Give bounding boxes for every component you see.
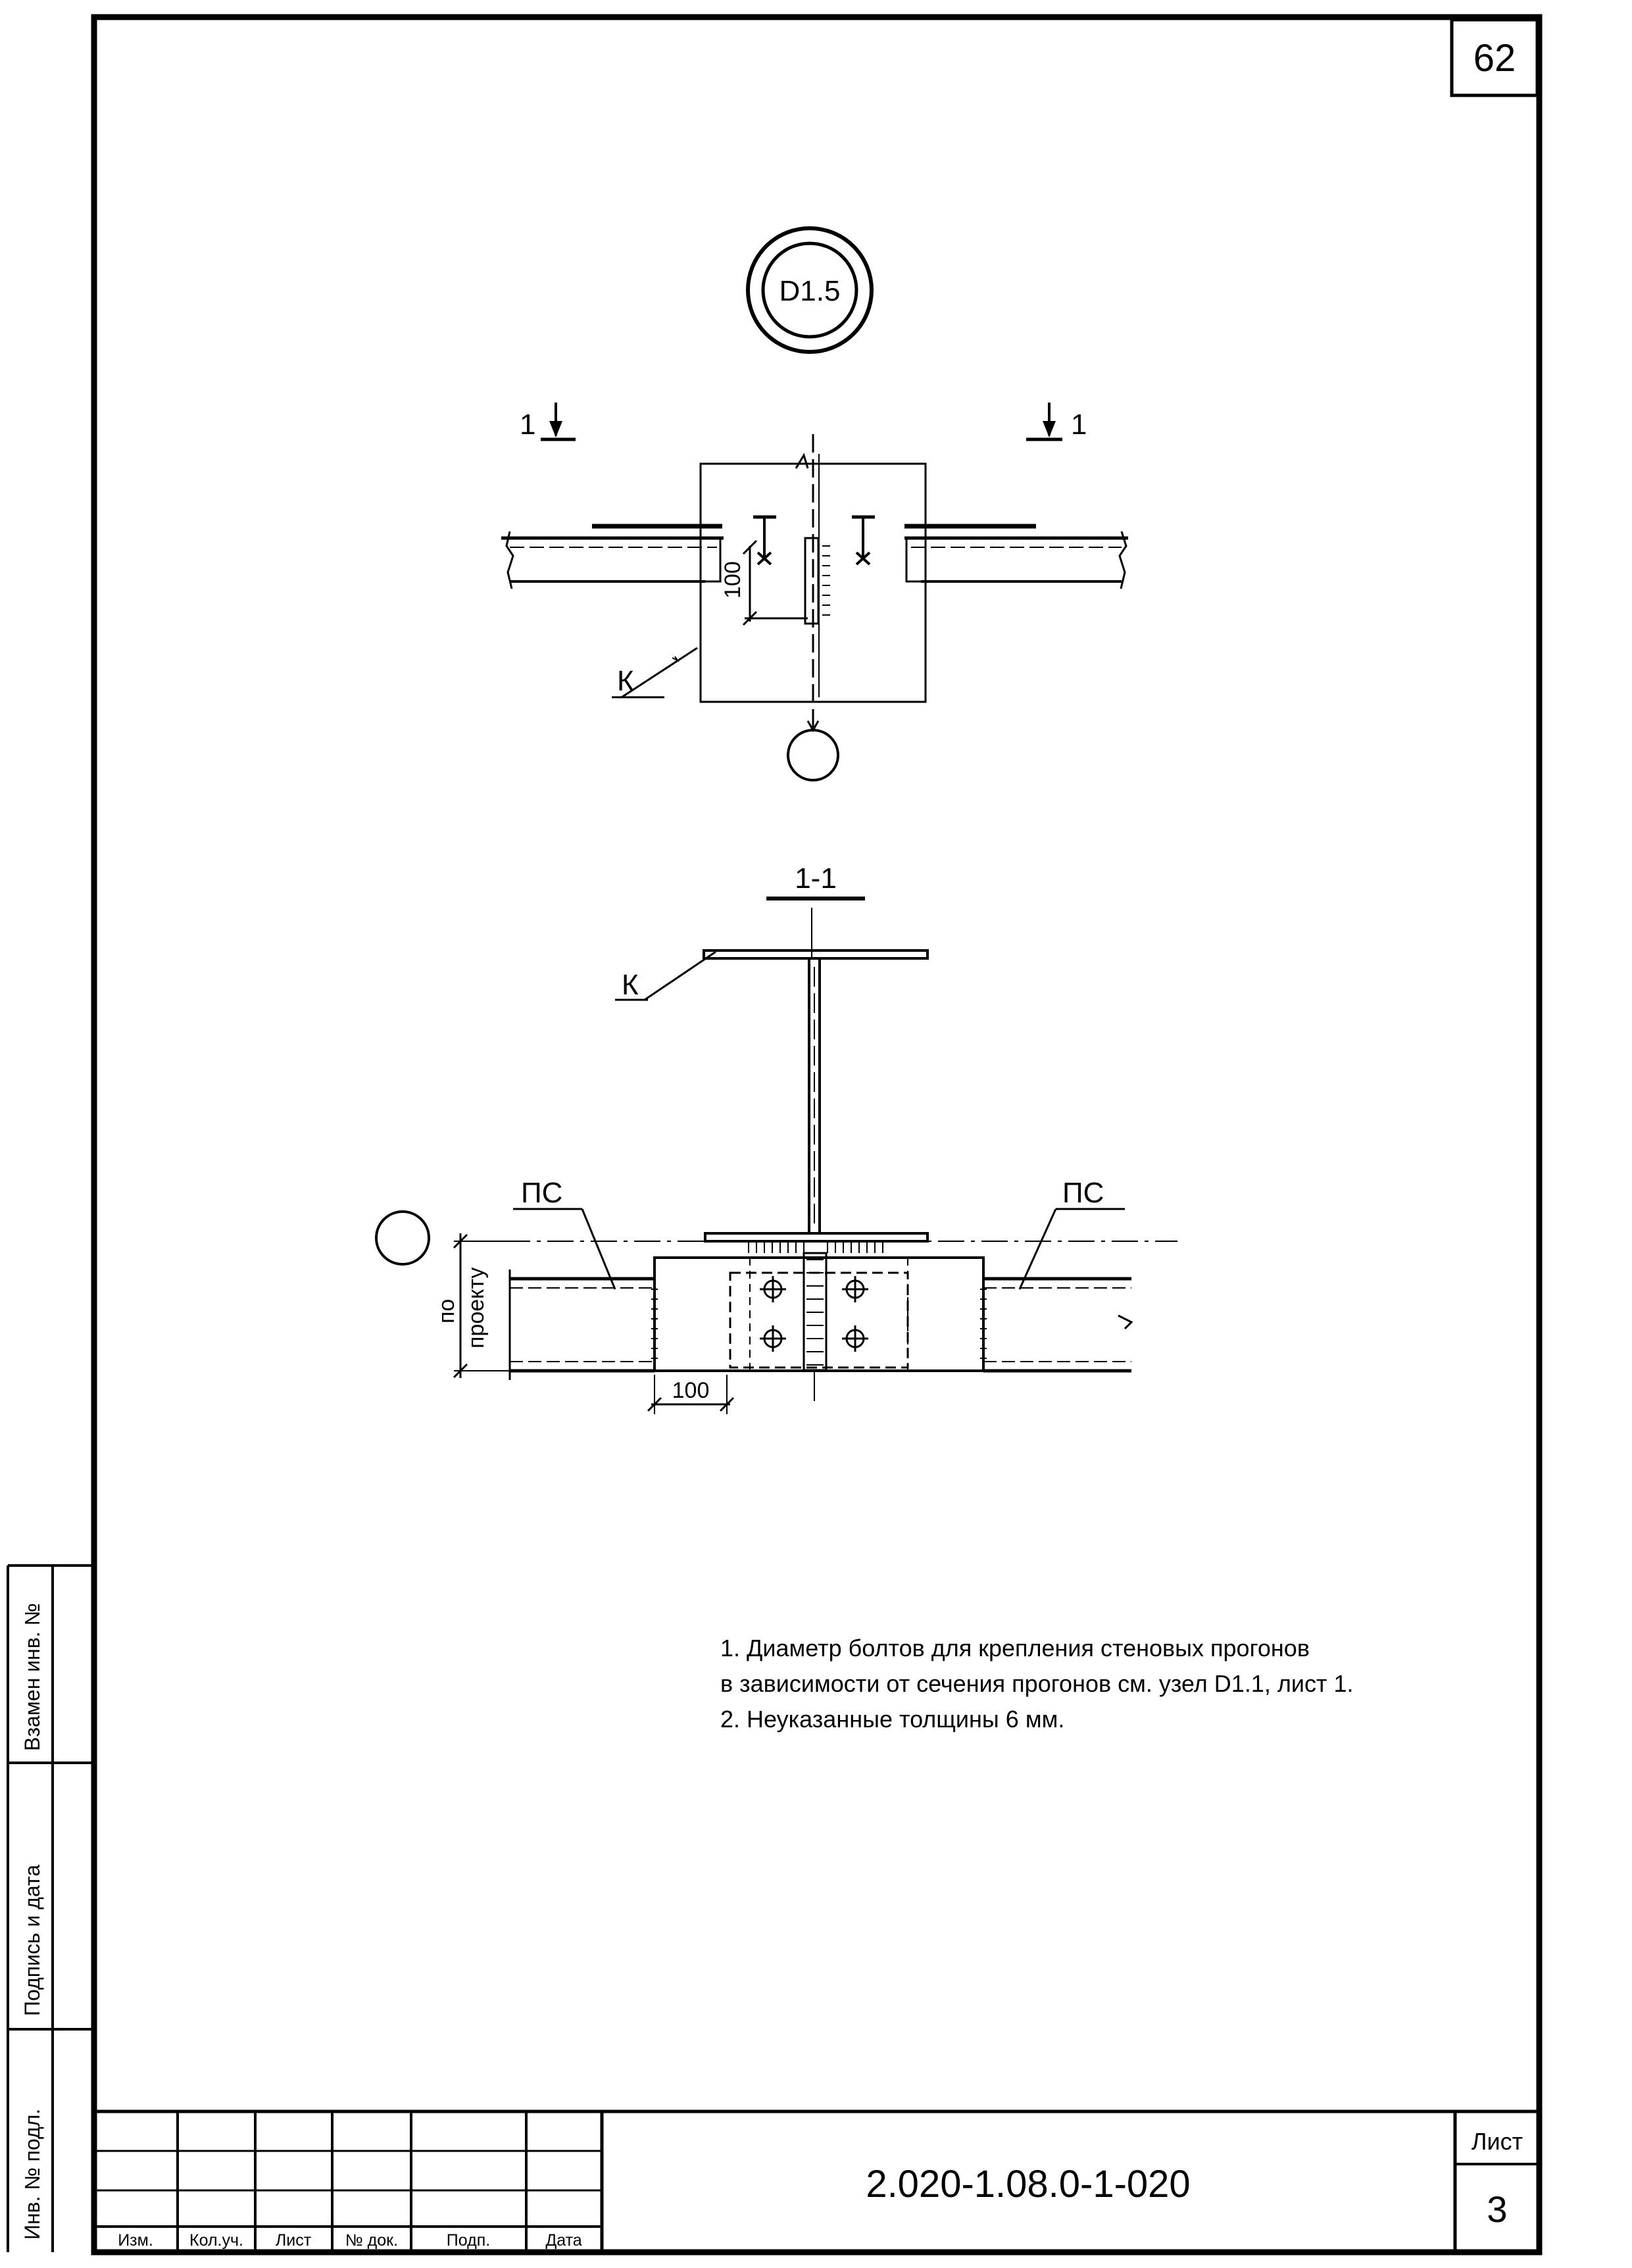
- note-line-1: 1. Диаметр болтов для крепления стеновых…: [720, 1635, 1310, 1662]
- plan-dimension-100: 100: [720, 561, 745, 599]
- sheet-number: 62: [1473, 37, 1516, 80]
- section-title: 1-1: [795, 862, 837, 895]
- purlin-right-label: ПС: [1062, 1177, 1104, 1209]
- col-date: Дата: [545, 2231, 581, 2250]
- purlin-left-label: ПС: [521, 1177, 562, 1209]
- stamp-original-inv: Инв. № подл.: [20, 2109, 44, 2240]
- section-view: [375, 908, 1177, 1414]
- sheet-value: 3: [1487, 2188, 1507, 2230]
- col-sheet: Лист: [276, 2231, 312, 2250]
- title-block: [94, 2109, 1539, 2252]
- col-change: Изм.: [118, 2231, 153, 2250]
- stamp-signature-date: Подпись и дата: [20, 1865, 44, 2016]
- document-code: 2.020-1.08.0-1-020: [866, 2163, 1190, 2206]
- section-marker-left-number: 1: [520, 408, 535, 441]
- connection-plate: [653, 1256, 985, 1372]
- section-cut-marker-right: 1: [1026, 403, 1087, 441]
- bolt-holes: [760, 1276, 868, 1352]
- title-block-columns: Изм. Кол.уч. Лист № док. Подп. Дата: [118, 2231, 582, 2250]
- col-doc-number: № док.: [345, 2231, 398, 2250]
- node-label: D1.5: [779, 275, 841, 307]
- height-dimension-line1: по: [434, 1299, 459, 1323]
- section-marker-right-number: 1: [1071, 408, 1087, 441]
- notes: 1. Диаметр болтов для крепления стеновых…: [720, 1635, 1353, 1733]
- sheet-label: Лист: [1471, 2128, 1523, 2155]
- column-top-flange: [703, 949, 929, 960]
- section-column-label: К: [622, 969, 639, 1001]
- note-line-2: в зависимости от сечения прогонов см. уз…: [720, 1670, 1353, 1697]
- plan-column-label: К: [617, 665, 634, 697]
- column-bottom-flange: [704, 1232, 929, 1243]
- height-dimension-line2: проекту: [464, 1268, 489, 1348]
- side-stamp: [7, 1564, 94, 2252]
- note-line-3: 2. Неуказанные толщины 6 мм.: [720, 1706, 1064, 1733]
- sheet-frame: [91, 14, 1543, 2256]
- section-cut-marker-left: 1: [520, 403, 576, 441]
- sheet-number-box: 62: [1450, 18, 1539, 97]
- col-quantity: Кол.уч.: [189, 2231, 243, 2250]
- section-axis-bubble: [375, 1210, 430, 1266]
- col-signature: Подп.: [447, 2231, 490, 2250]
- plan-axis-bubble: [787, 729, 839, 781]
- section-dimension-100: 100: [672, 1378, 710, 1403]
- node-marker: D1.5: [746, 226, 874, 354]
- stamp-replaced-inv: Взамен инв. №: [20, 1603, 44, 1751]
- plan-view: [501, 434, 1128, 781]
